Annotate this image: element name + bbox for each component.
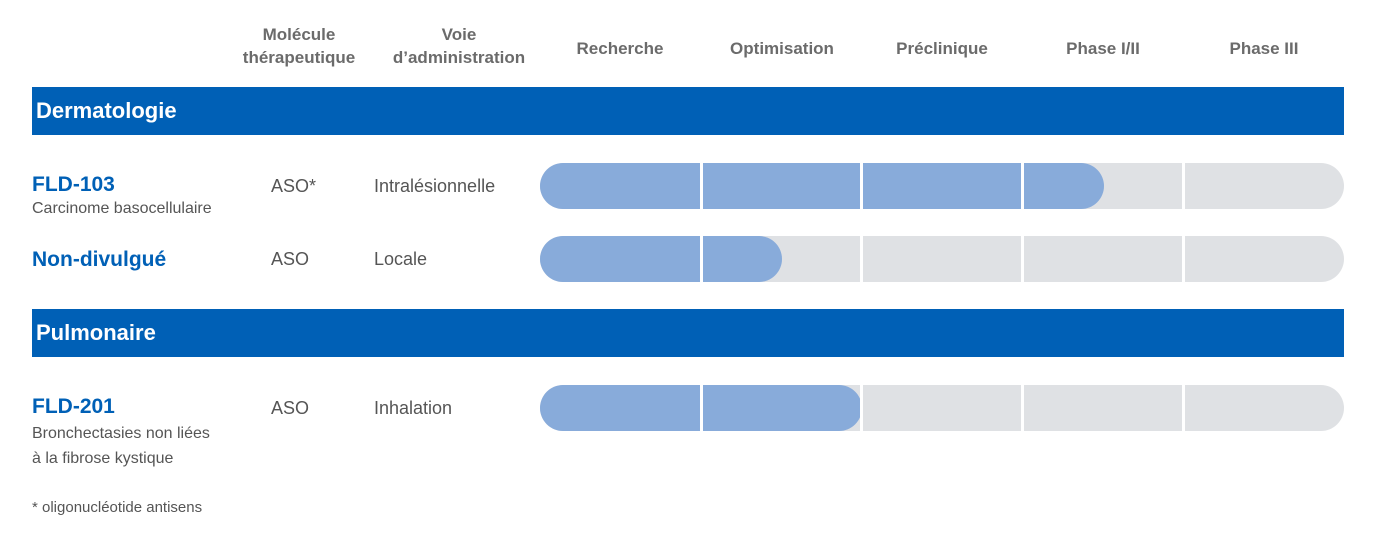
header-voie-line1: Voie [441,25,477,44]
stage-divider [700,163,703,209]
stage-divider [700,236,703,282]
footnote: * oligonucléotide antisens [32,499,203,516]
indication-line: Bronchectasies non liées [32,425,210,442]
progress-track-fld-103 [540,163,1344,209]
stage-divider [1182,236,1185,282]
stage-divider [1182,163,1185,209]
stage-divider [1182,385,1185,431]
stage-divider [860,236,863,282]
header-voie-line2: d’administration [392,48,526,67]
stage-divider [860,163,863,209]
progress-track-fld-201 [540,385,1344,431]
progress-fill-fld-103 [540,163,1104,209]
route-non-divulgue: Locale [374,249,428,269]
header-voie: Voie d’administration [376,23,542,69]
stage-divider [1021,236,1024,282]
stage-divider [1021,385,1024,431]
route-fld-201: Inhalation [374,398,453,418]
header-phase-recherche: Recherche [576,39,664,58]
progress-fill-non-divulgue [540,236,782,282]
molecule-non-divulgue: ASO [271,249,310,269]
progress-track-non-divulgue [540,236,1344,282]
header-phase-optimisation: Optimisation [730,39,834,58]
molecule-fld-103: ASO* [271,176,317,196]
program-indication-fld-103: Carcinome basocellulaire [32,196,212,221]
header-phase-3: Phase III [1229,39,1299,58]
area-band-dermatologie: Dermatologie [32,87,1344,135]
header-phase-1-2: Phase I/II [1066,39,1140,58]
program-name-non-divulgue: Non-divulgué [32,248,167,271]
header-molecule-line1: Molécule [262,25,336,44]
stage-divider [860,385,863,431]
area-band-pulmonaire: Pulmonaire [32,309,1344,357]
indication-line: à la fibrose kystique [32,450,174,467]
stage-divider [1021,163,1024,209]
stage-divider [700,385,703,431]
program-indication-fld-201: Bronchectasies non liées à la fibrose ky… [32,421,210,471]
header-phase-preclinique: Préclinique [896,39,988,58]
program-name-fld-201: FLD-201 [32,395,115,418]
route-fld-103: Intralésionnelle [374,176,496,196]
header-molecule: Molécule thérapeutique [228,23,370,69]
header-molecule-line2: thérapeutique [242,48,356,67]
molecule-fld-201: ASO [271,398,310,418]
indication-line: Carcinome basocellulaire [32,200,212,217]
program-name-fld-103: FLD-103 [32,173,115,196]
